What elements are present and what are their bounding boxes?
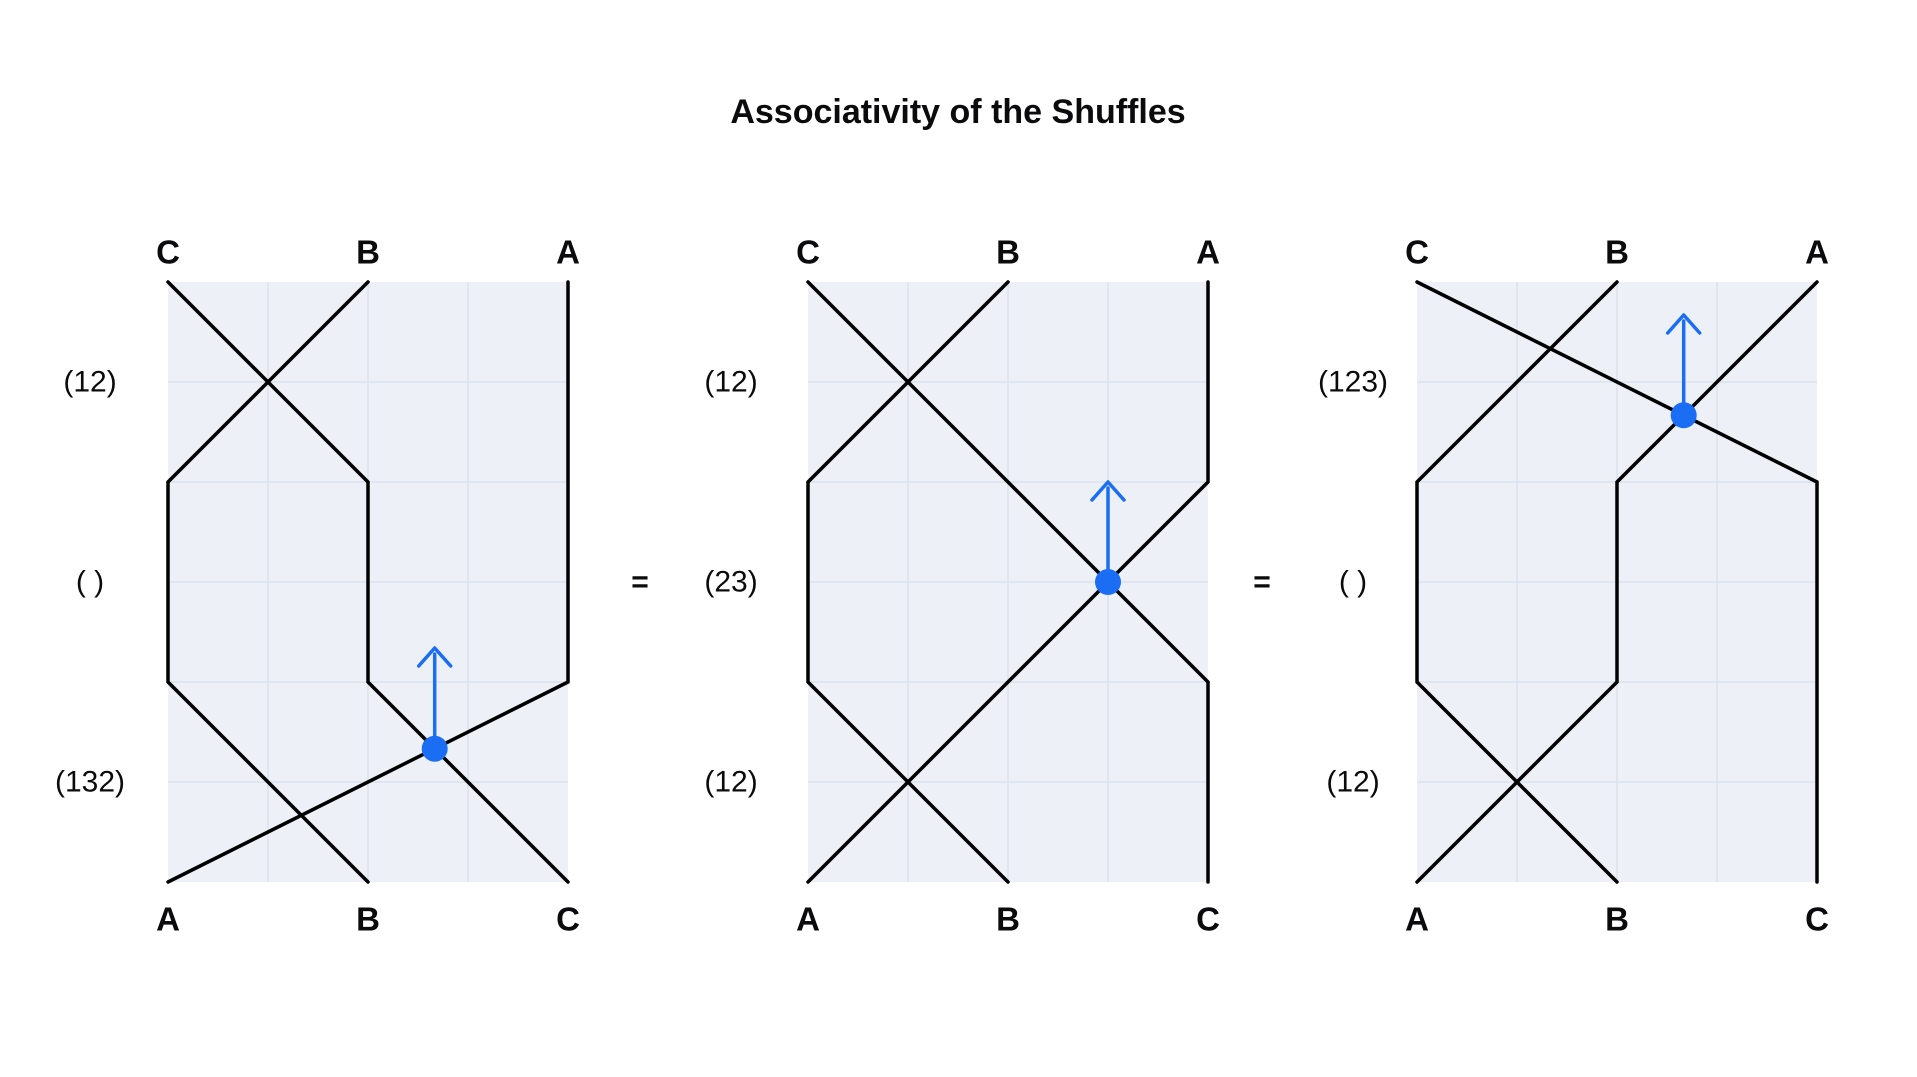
wire-a	[1415, 280, 1819, 884]
top-label-a: A	[1805, 234, 1829, 271]
wire-c	[806, 280, 1210, 884]
top-label-a: A	[1196, 234, 1220, 271]
top-label-b: B	[356, 234, 380, 271]
perm-label-middle: ( )	[76, 566, 104, 599]
wire-b	[166, 280, 370, 884]
perm-label-top: (12)	[63, 366, 116, 399]
equals-sign-1: =	[631, 566, 649, 599]
crossing-dot	[1670, 402, 1697, 429]
perm-label-top: (12)	[704, 366, 757, 399]
perm-label-middle: (23)	[704, 566, 757, 599]
shuffle-panel-left: C B A A B C (12) ( ) (132)	[55, 234, 580, 938]
highlighted-crossing	[1090, 480, 1126, 595]
perm-label-bottom: (12)	[704, 766, 757, 799]
top-label-c: C	[156, 234, 180, 271]
crossing-dot	[421, 735, 448, 762]
bottom-label-c: C	[556, 901, 580, 938]
top-label-b: B	[996, 234, 1020, 271]
wire-a	[806, 280, 1210, 884]
bottom-label-b: B	[996, 901, 1020, 938]
shuffle-panel-right: C B A A B C (123) ( ) (12)	[1318, 234, 1829, 938]
up-arrow-icon	[416, 646, 453, 668]
up-arrow-icon	[1090, 480, 1126, 502]
shuffle-panel-middle: C B A A B C (12) (23) (12)	[704, 234, 1220, 938]
page-title: Associativity of the Shuffles	[730, 93, 1185, 131]
top-label-a: A	[556, 234, 580, 271]
perm-label-top: (123)	[1318, 366, 1388, 399]
top-label-b: B	[1605, 234, 1629, 271]
equals-sign-2: =	[1253, 566, 1271, 599]
bottom-label-c: C	[1196, 901, 1220, 938]
highlighted-crossing	[416, 646, 453, 762]
perm-label-middle: ( )	[1339, 566, 1367, 599]
highlighted-crossing	[1665, 313, 1702, 429]
wire-a	[166, 280, 570, 884]
up-arrow-icon	[1665, 313, 1702, 335]
perm-label-bottom: (12)	[1326, 766, 1379, 799]
bottom-label-a: A	[156, 901, 180, 938]
crossing-dot	[1095, 569, 1121, 595]
top-label-c: C	[1405, 234, 1429, 271]
perm-label-bottom: (132)	[55, 766, 125, 799]
top-label-c: C	[796, 234, 820, 271]
bottom-label-b: B	[1605, 901, 1629, 938]
bottom-label-b: B	[356, 901, 380, 938]
bottom-label-a: A	[1405, 901, 1429, 938]
bottom-label-c: C	[1805, 901, 1829, 938]
bottom-label-a: A	[796, 901, 820, 938]
